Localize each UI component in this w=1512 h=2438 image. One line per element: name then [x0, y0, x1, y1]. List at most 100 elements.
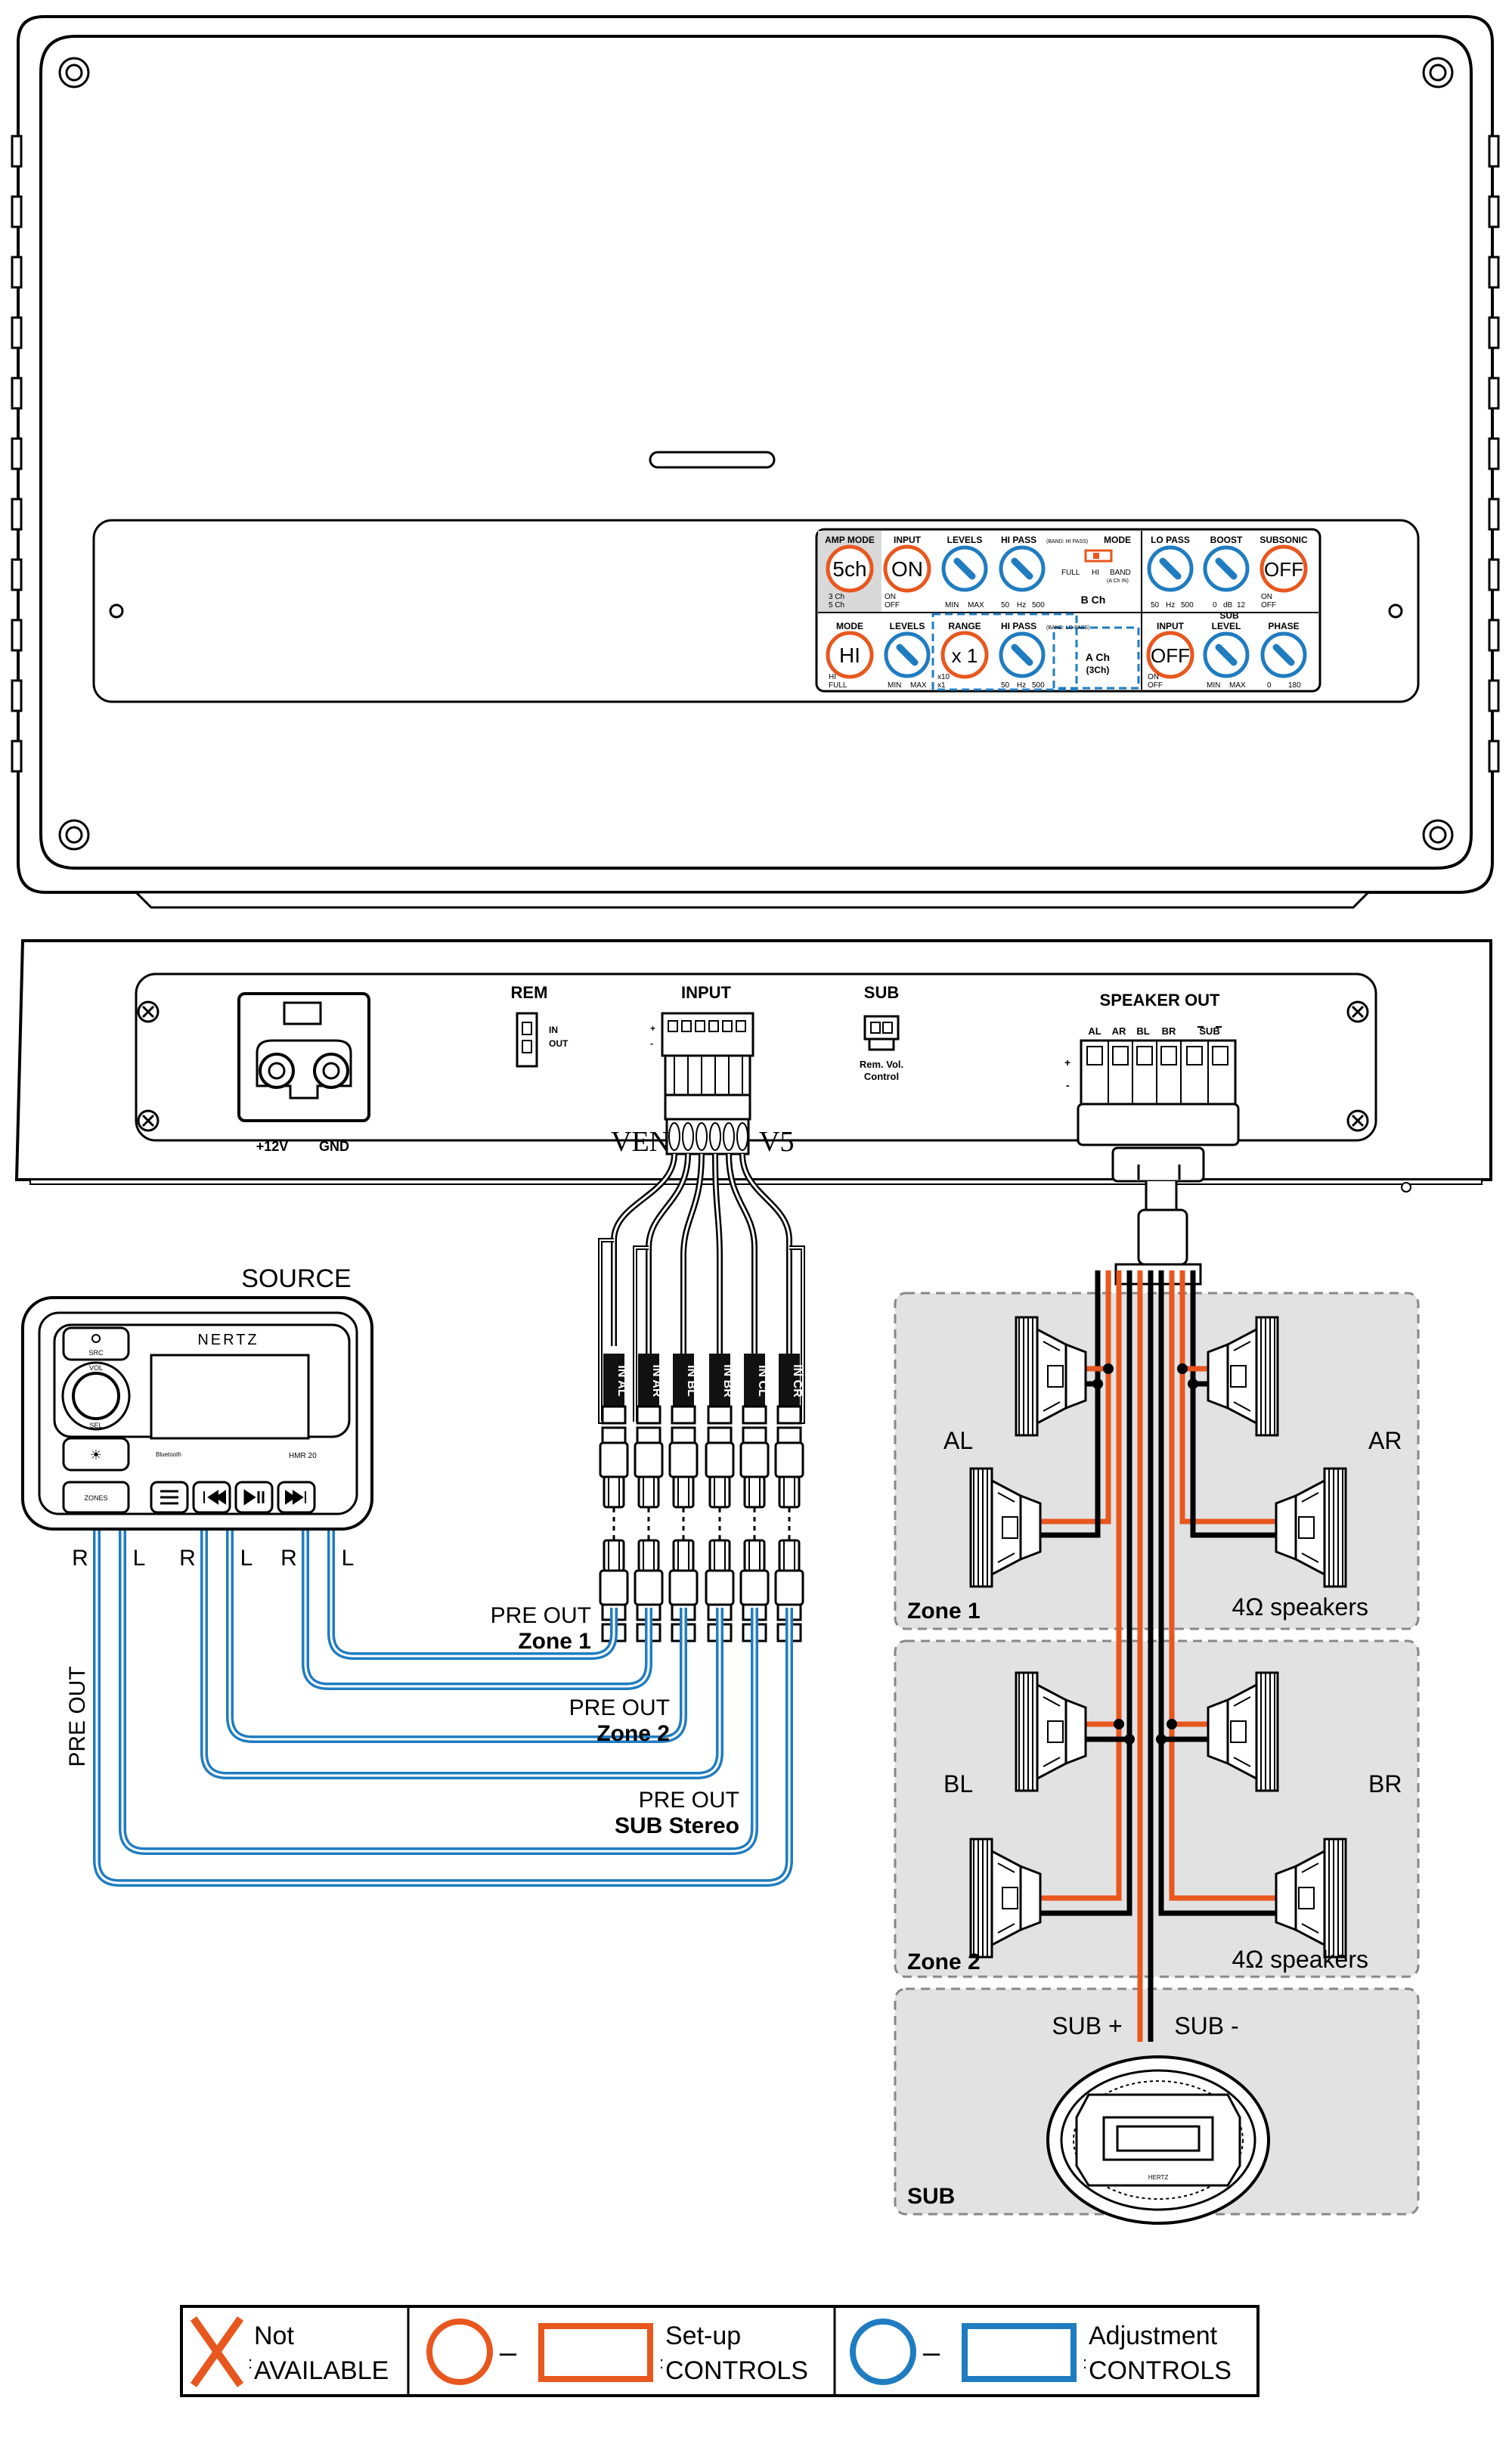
input-title: INPUT — [681, 983, 732, 1002]
levels-a-min: MIN — [888, 681, 901, 690]
input-switch[interactable]: ON — [883, 544, 931, 593]
channel-a-line1: A Ch — [1086, 651, 1110, 663]
source-model: HMR 20 — [289, 1452, 317, 1460]
levels-b-knob[interactable] — [943, 547, 986, 590]
tag-in-bl: IN BL — [685, 1365, 698, 1397]
source-out-r1: R — [72, 1546, 88, 1571]
subsonic-label: SUBSONIC — [1259, 535, 1308, 545]
brightness-button[interactable]: ☀ — [62, 1437, 130, 1472]
subsonic-value: OFF — [1264, 558, 1303, 581]
boost-sub-knob[interactable] — [1205, 547, 1247, 590]
channel-a-line2: (3Ch) — [1086, 665, 1110, 675]
input-plus: + — [650, 1023, 655, 1034]
input-opt2: OFF — [885, 601, 900, 610]
sub-control: Control — [864, 1071, 899, 1082]
adjust-circle-icon — [850, 2319, 916, 2385]
levels-a-knob[interactable] — [886, 634, 928, 676]
hipass-b-label: HI PASS — [1001, 535, 1036, 545]
preout-sub-line1: PRE OUT — [639, 1788, 739, 1813]
source-out-l1: L — [133, 1546, 146, 1571]
hipass-b-band: (BAND: HI PASS) — [1046, 539, 1088, 544]
sun-icon: ☀ — [90, 1447, 102, 1462]
level-sub-label: LEVEL — [1212, 621, 1241, 631]
source-title: SOURCE — [241, 1264, 351, 1293]
eq-icon — [160, 1490, 178, 1505]
phase-sub-hi: 180 — [1288, 681, 1301, 690]
play-pause-button[interactable] — [234, 1481, 274, 1514]
range-a-value: x 1 — [952, 644, 978, 667]
setup-rect-icon — [538, 2323, 653, 2382]
phase-sub-knob[interactable] — [1263, 634, 1305, 676]
power-label-positive: +12V — [256, 1139, 289, 1154]
hipass-a-hi: 500 — [1032, 681, 1045, 690]
zones-button[interactable]: ZONES — [62, 1481, 130, 1514]
subwoofer: HERTZ — [1046, 2055, 1270, 2225]
tag-in-cr: IN CR — [791, 1364, 804, 1397]
tag-in-br: IN BR — [721, 1364, 734, 1397]
legend-setup-line2: CONTROLS — [665, 2356, 808, 2385]
source-out-r3: R — [280, 1546, 297, 1571]
sub-brand: HERTZ — [1148, 2174, 1169, 2181]
levels-b-max: MAX — [968, 601, 984, 610]
zone1-right-label: AR — [1368, 1427, 1402, 1454]
zone2-name: Zone 2 — [907, 1949, 981, 1974]
preout-zone2-line2: Zone 2 — [596, 1721, 670, 1746]
source-preout-label: PRE OUT — [65, 1666, 90, 1766]
hipass-b-hi: 500 — [1032, 601, 1045, 610]
level-sub-knob[interactable] — [1205, 634, 1247, 676]
src-button[interactable]: SRC — [62, 1326, 130, 1361]
rem-in: IN — [549, 1025, 558, 1035]
hipass-b-knob[interactable] — [1001, 547, 1043, 590]
legend-colon-2: : — [659, 2353, 664, 2372]
legend-not-available-line1: Not — [254, 2322, 294, 2350]
range-a-switch[interactable]: x 1 — [940, 631, 989, 679]
levels-b-min: MIN — [945, 601, 959, 610]
input-sub-switch[interactable]: OFF — [1146, 631, 1194, 679]
lopass-sub-hi: 500 — [1181, 601, 1194, 610]
power-terminal[interactable] — [237, 992, 370, 1122]
sub-plus-label: SUB + — [1052, 2012, 1122, 2039]
hipass-a-knob[interactable] — [1001, 634, 1043, 676]
legend-colon-3: : — [1083, 2353, 1087, 2372]
amp-mode-switch[interactable]: 5ch — [826, 544, 874, 593]
source-head-unit: NERTZ Bluetooth HMR 20 SRC VOL SEL ☀ ZON… — [21, 1296, 373, 1531]
speaker-out-ch-al: AL — [1088, 1025, 1101, 1037]
lopass-sub-knob[interactable] — [1149, 547, 1191, 590]
input-label: INPUT — [894, 535, 922, 545]
mode-a-switch[interactable]: HI — [826, 631, 874, 679]
next-button[interactable] — [277, 1481, 316, 1514]
legend: : Not AVAILABLE – : Set-up CONTROLS – : … — [180, 2305, 1259, 2397]
rem-connector[interactable] — [516, 1012, 538, 1068]
hipass-b-unit: Hz — [1017, 601, 1026, 610]
amp-mode-opt1: 3 Ch — [829, 593, 844, 601]
eq-button[interactable] — [150, 1481, 189, 1514]
zone2-left-label: BL — [943, 1770, 973, 1797]
rem-title: REM — [511, 983, 548, 1002]
levels-a-label: LEVELS — [890, 621, 925, 631]
control-panel: AMP MODE 5ch 3 Ch 5 Ch INPUT ON ON OFF L… — [815, 528, 1321, 693]
zone2-right-label: BR — [1368, 1770, 1402, 1797]
prev-button[interactable] — [192, 1481, 231, 1514]
input-value: ON — [891, 557, 923, 581]
source-bluetooth: Bluetooth — [156, 1451, 181, 1458]
src-button-label: SRC — [88, 1349, 104, 1357]
rca-female-br — [705, 1405, 735, 1509]
source-brand: NERTZ — [197, 1332, 259, 1348]
input-connector[interactable] — [661, 1012, 754, 1155]
tag-in-cl: IN CL — [756, 1365, 769, 1397]
mode-b-slider[interactable] — [1084, 549, 1113, 563]
mode-a-opt1: HI — [829, 673, 836, 681]
hipass-a-label: HI PASS — [1001, 621, 1036, 631]
level-sub-min: MIN — [1207, 681, 1220, 690]
not-available-x-icon — [190, 2316, 244, 2387]
lopass-sub-lo: 50 — [1151, 601, 1160, 610]
volume-knob[interactable]: VOL SEL — [61, 1361, 131, 1431]
sub-name: SUB — [907, 2184, 955, 2209]
vol-label: VOL — [89, 1364, 103, 1372]
amplifier-front-view: +12V GND REM IN OUT INPUT + - — [14, 939, 1492, 1286]
level-sub-max: MAX — [1229, 681, 1246, 690]
hipass-a-band: (BAND: LO PASS) — [1046, 625, 1089, 631]
sub-remote-connector[interactable] — [863, 1015, 900, 1051]
subsonic-switch[interactable]: OFF — [1259, 544, 1308, 593]
